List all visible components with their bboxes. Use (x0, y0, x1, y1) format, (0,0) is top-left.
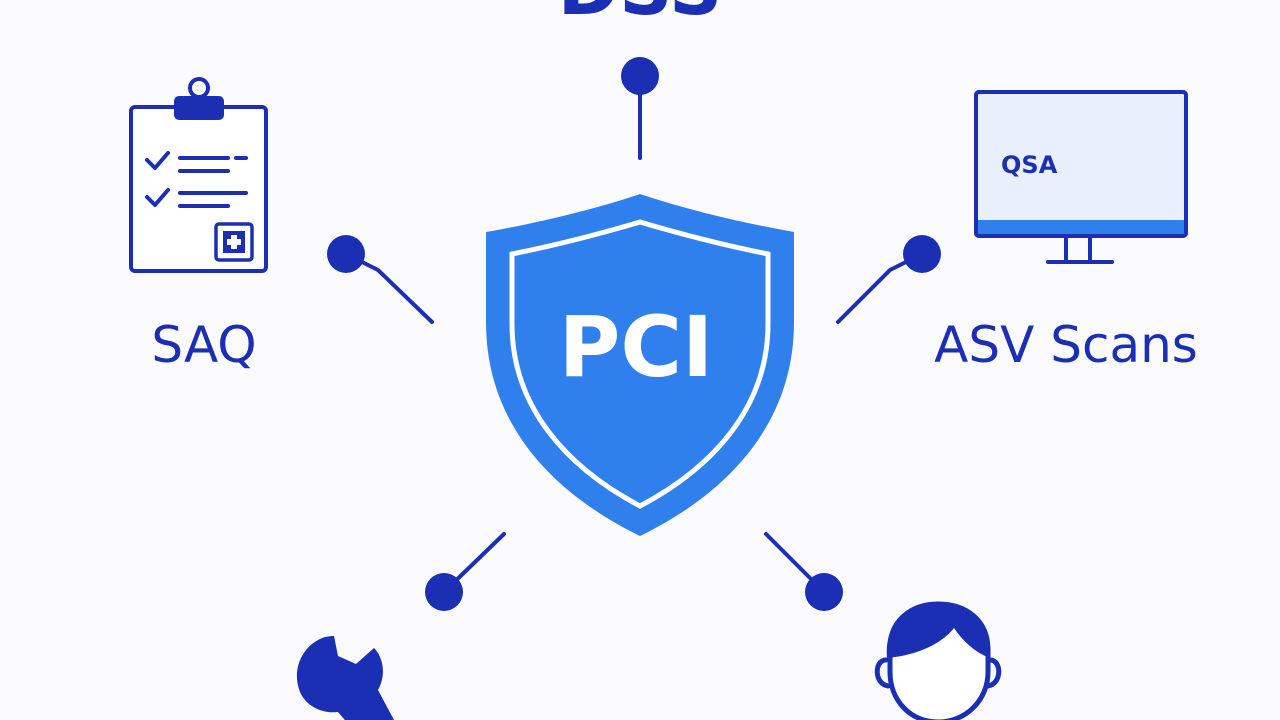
connector-dot-right (903, 235, 941, 273)
connector-dots (327, 57, 941, 611)
connector-dot-bottom-right (805, 573, 843, 611)
connector-dot-top (621, 57, 659, 95)
monitor-screen-text: QSA (1001, 151, 1058, 179)
connector-dot-left (327, 235, 365, 273)
top-label: DSS (558, 0, 723, 32)
clipboard-checklist-icon (129, 77, 268, 273)
saq-label: SAQ (151, 316, 256, 374)
connector-dot-bottom-left (425, 573, 463, 611)
wrench-icon (296, 636, 394, 720)
person-icon (874, 601, 1002, 720)
monitor-icon (974, 90, 1188, 264)
asv-label: ASV Scans (934, 316, 1198, 374)
shield-icon (486, 194, 794, 536)
shield-label: PCI (559, 298, 713, 396)
